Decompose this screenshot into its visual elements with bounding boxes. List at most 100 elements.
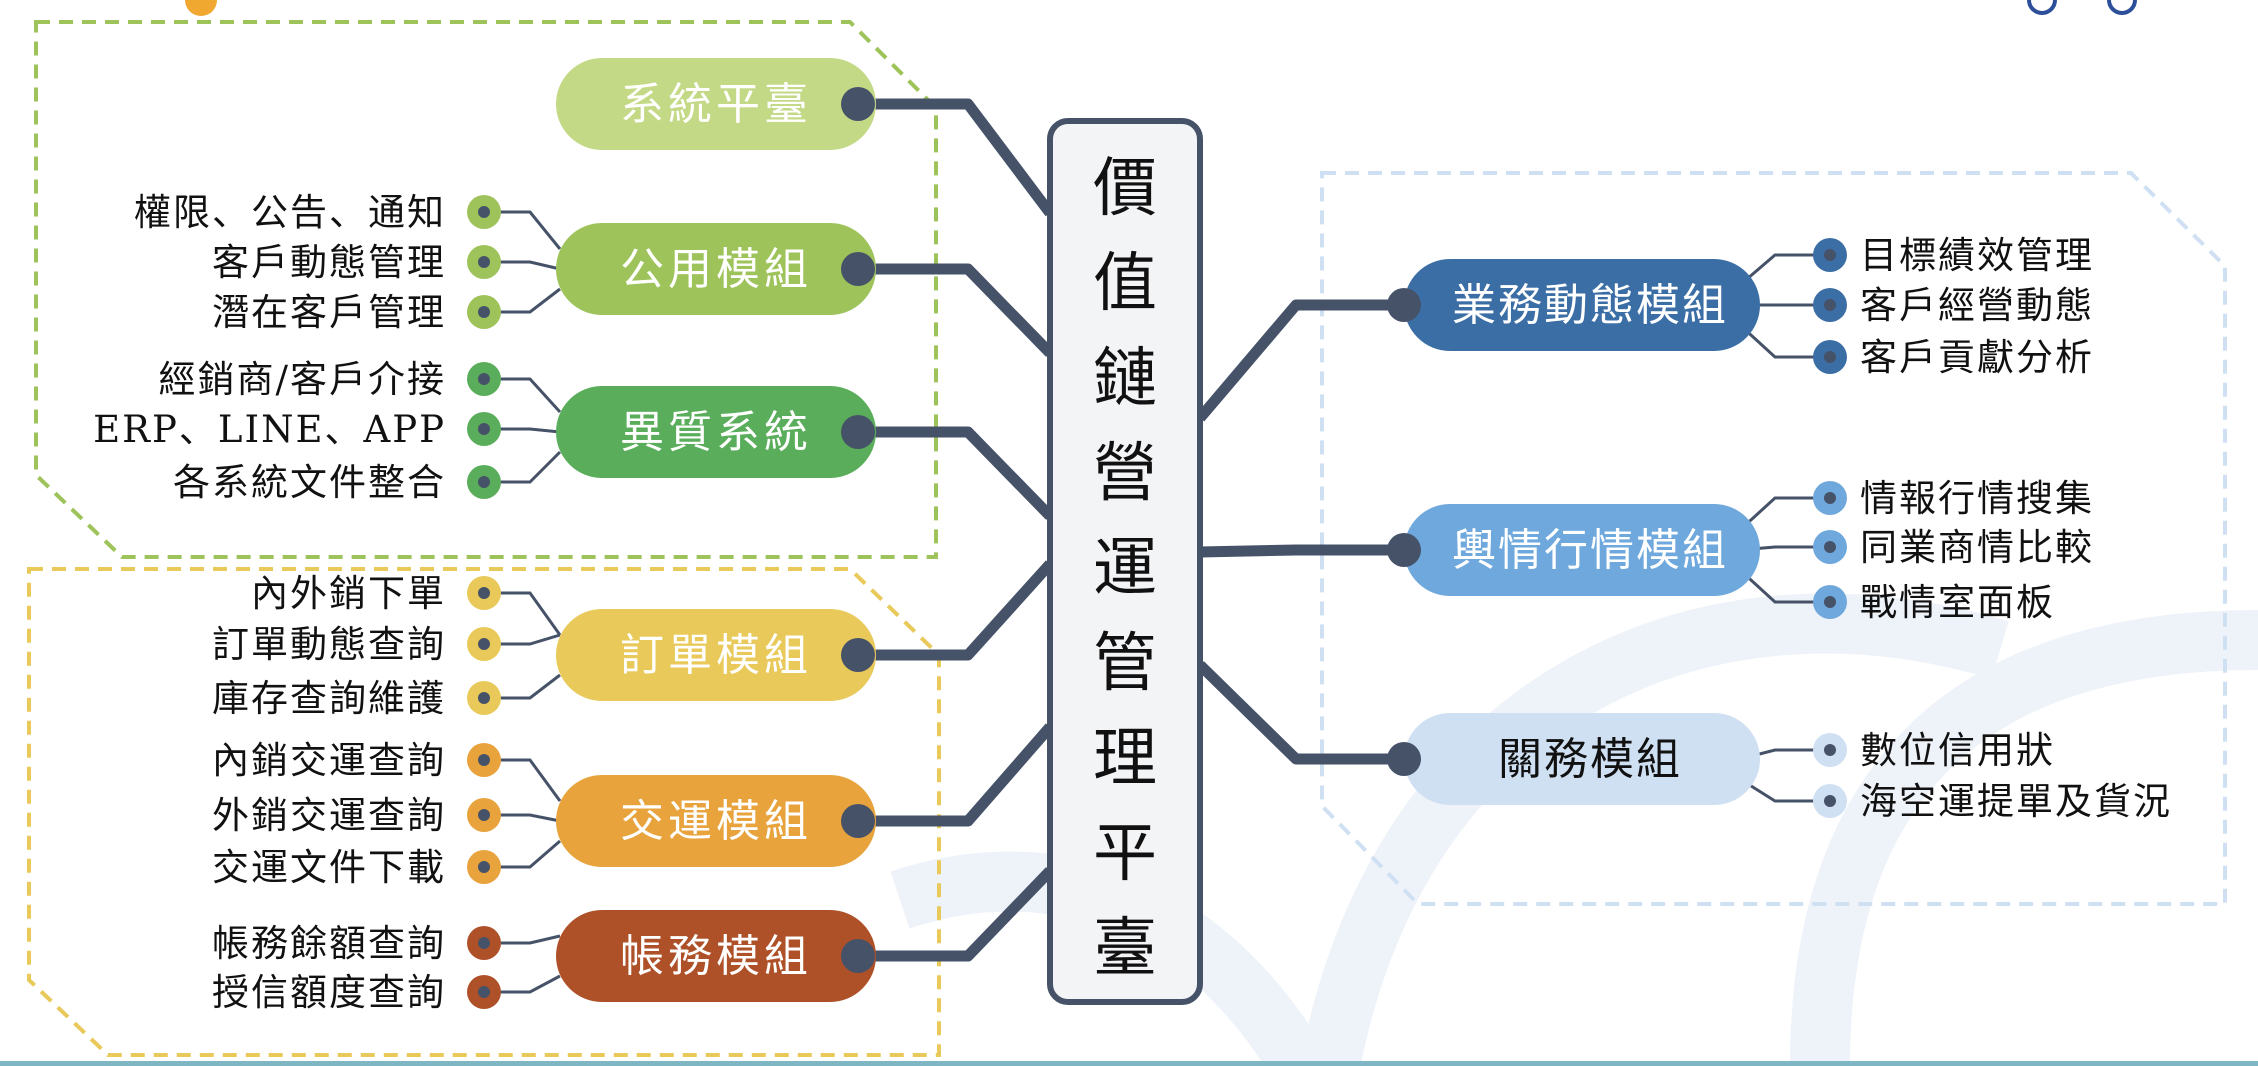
item-label: 庫存查詢維護 xyxy=(212,677,446,720)
module-pill xyxy=(556,609,876,701)
item-label: 各系統文件整合 xyxy=(173,461,446,504)
module-connector xyxy=(858,263,1054,357)
module-pill xyxy=(556,775,876,867)
item-connector xyxy=(1739,253,1830,287)
center-title-char: 平 xyxy=(1093,817,1157,891)
item-dot-center xyxy=(478,754,490,766)
item-label: 情報行情搜集 xyxy=(1860,477,2094,520)
module-label: 交運模組 xyxy=(620,796,812,847)
module-dot xyxy=(841,939,875,973)
center-title-char: 值 xyxy=(1093,247,1157,321)
item-label: 海空運提單及貨況 xyxy=(1860,780,2172,823)
module-dot xyxy=(841,638,875,672)
module-connector xyxy=(858,867,1054,962)
module-dot xyxy=(1387,288,1421,322)
module-dot xyxy=(1387,533,1421,567)
module-label: 訂單模組 xyxy=(620,630,812,681)
module-pill xyxy=(1404,259,1760,351)
item-dot-center xyxy=(478,937,490,949)
item-connector xyxy=(1738,323,1830,359)
center-title-char: 管 xyxy=(1093,627,1157,701)
item-dot-center xyxy=(1824,795,1836,807)
module-label: 公用模組 xyxy=(620,244,812,295)
item-label: 權限、公告、通知 xyxy=(134,191,446,234)
item-connector xyxy=(1738,568,1830,604)
module-connector xyxy=(858,723,1055,827)
item-dot-center xyxy=(478,373,490,385)
module-connector xyxy=(858,560,1055,661)
item-dot-center xyxy=(478,256,490,268)
item-dot-center xyxy=(1824,596,1836,608)
item-dot-center xyxy=(478,986,490,998)
item-label: 客戶貢獻分析 xyxy=(1860,336,2094,379)
module-connector xyxy=(1195,299,1404,422)
item-dot-center xyxy=(478,423,490,435)
item-dot-center xyxy=(478,306,490,318)
module-label: 系統平臺 xyxy=(620,79,812,130)
module-dot xyxy=(841,415,875,449)
module-pill xyxy=(556,58,876,150)
item-label: 數位信用狀 xyxy=(1860,729,2055,772)
module-connector xyxy=(858,98,1055,217)
module-connector xyxy=(1199,544,1404,558)
top-blue-icon-2 xyxy=(2107,0,2137,15)
item-dot-center xyxy=(1824,299,1836,311)
item-label: 授信額度查詢 xyxy=(212,971,446,1014)
orange-frame xyxy=(27,567,941,1057)
item-dot-center xyxy=(478,809,490,821)
item-dot-center xyxy=(478,692,490,704)
item-label: 客戶經營動態 xyxy=(1860,284,2094,327)
item-label: 內外銷下單 xyxy=(251,572,446,615)
top-orange-icon xyxy=(185,0,217,16)
item-dot-center xyxy=(478,861,490,873)
item-connector xyxy=(1739,777,1830,803)
item-dot-center xyxy=(478,476,490,488)
item-label: 交運文件下載 xyxy=(212,846,446,889)
module-label: 異質系統 xyxy=(620,407,812,458)
item-dot-center xyxy=(478,638,490,650)
item-label: 同業商情比較 xyxy=(1860,526,2094,569)
module-pill xyxy=(556,223,876,315)
nodes: 價值鏈營運管理平臺系統平臺公用模組權限、公告、通知客戶動態管理潛在客戶管理異質系… xyxy=(93,58,2172,1014)
item-label: 目標績效管理 xyxy=(1860,234,2094,277)
center-box xyxy=(1047,118,1203,1005)
item-dot-center xyxy=(1824,249,1836,261)
item-dot-center xyxy=(478,587,490,599)
module-pill xyxy=(556,910,876,1002)
bottom-rule xyxy=(0,1061,2258,1066)
item-label: ERP、LINE、APP xyxy=(93,408,446,451)
item-dot-center xyxy=(1824,744,1836,756)
module-dot xyxy=(841,804,875,838)
item-label: 戰情室面板 xyxy=(1860,581,2055,624)
item-label: 訂單動態查詢 xyxy=(212,623,446,666)
module-label: 輿情行情模組 xyxy=(1452,525,1728,576)
module-connector xyxy=(858,426,1054,520)
module-label: 業務動態模組 xyxy=(1452,280,1728,331)
blue-frame xyxy=(1320,171,2227,906)
item-dot-center xyxy=(1824,351,1836,363)
green-frame xyxy=(34,20,938,559)
module-dot xyxy=(841,252,875,286)
item-dot-center xyxy=(1824,541,1836,553)
item-label: 潛在客戶管理 xyxy=(212,291,446,334)
item-dot-center xyxy=(478,206,490,218)
item-label: 帳務餘額查詢 xyxy=(212,922,446,965)
item-dot-center xyxy=(1824,492,1836,504)
item-connector xyxy=(1738,496,1830,532)
module-pill xyxy=(1404,713,1760,805)
center-title-char: 價 xyxy=(1093,152,1157,226)
module-label: 關務模組 xyxy=(1498,734,1682,785)
module-label: 帳務模組 xyxy=(620,931,812,982)
module-pill xyxy=(556,386,876,478)
center-title-char: 運 xyxy=(1093,532,1157,606)
item-label: 外銷交運查詢 xyxy=(212,794,446,837)
center-title-char: 鏈 xyxy=(1093,342,1157,416)
item-label: 客戶動態管理 xyxy=(212,241,446,284)
center-title-char: 營 xyxy=(1093,437,1157,511)
module-dot xyxy=(1387,742,1421,776)
item-label: 內銷交運查詢 xyxy=(212,739,446,782)
module-pill xyxy=(1404,504,1760,596)
module-connector xyxy=(1196,661,1404,765)
center-title-char: 臺 xyxy=(1093,912,1157,986)
